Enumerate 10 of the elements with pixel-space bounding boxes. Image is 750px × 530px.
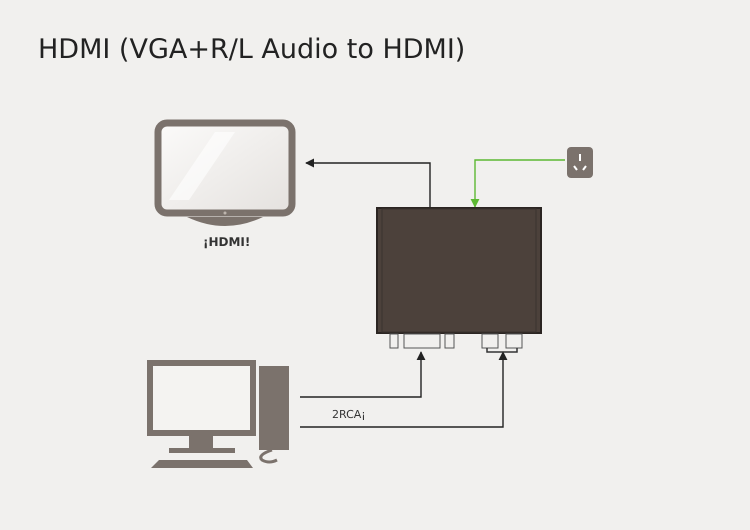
power-outlet-icon (567, 147, 593, 178)
arrow (300, 351, 508, 428)
arrow (470, 159, 565, 208)
converter-box-drawing (377, 208, 541, 352)
diagram-title: HDMI (VGA+R/L Audio to HDMI) (38, 34, 466, 65)
arrow (305, 158, 431, 208)
arrow (300, 351, 426, 398)
computer-drawing (147, 360, 292, 470)
monitor-drawing (155, 120, 295, 227)
port-label: ¡HDMI! (203, 235, 250, 249)
